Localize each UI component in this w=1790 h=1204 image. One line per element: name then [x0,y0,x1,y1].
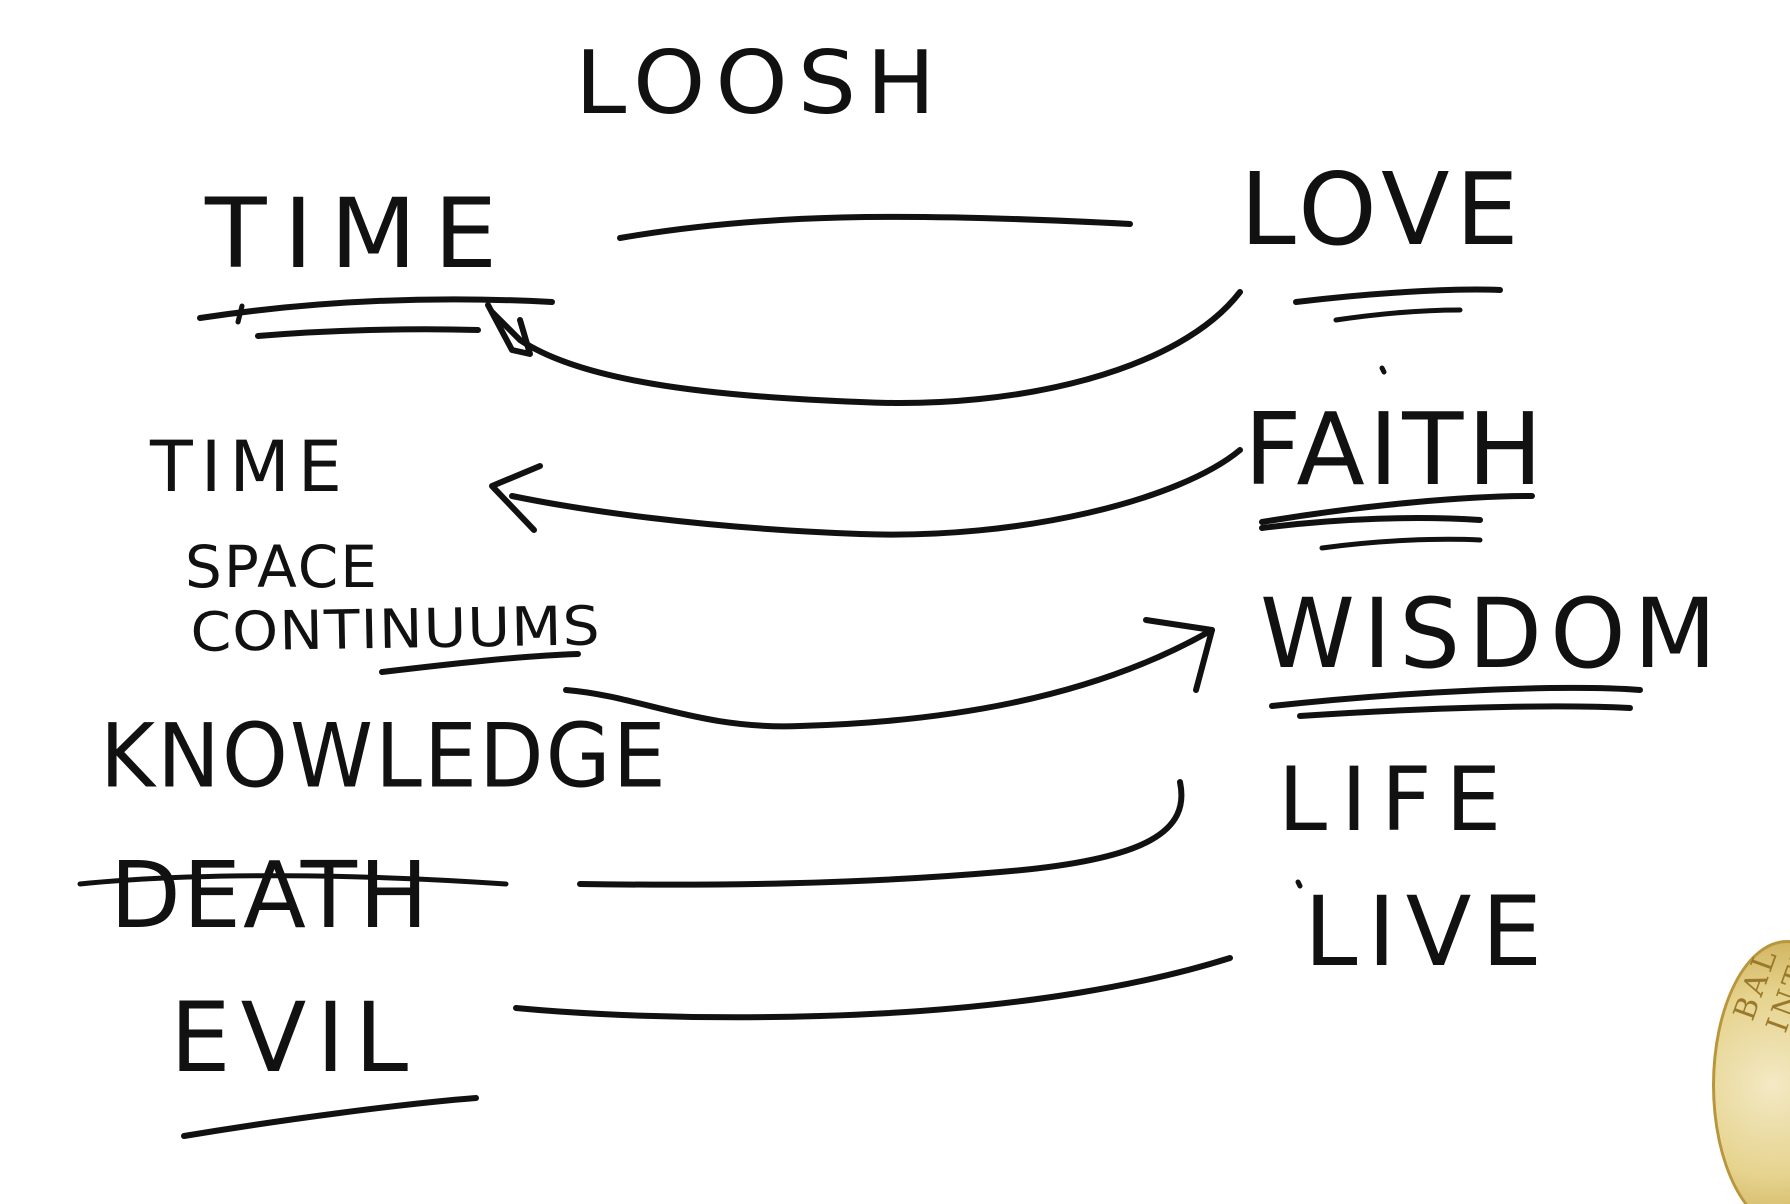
connector-faith-timespace [509,447,1243,538]
seal-text: BAL INTE [1727,934,1790,1037]
faith-underline-2 [1259,515,1483,531]
term-evil: EVIL [170,982,419,1094]
term-knowledge: KNOWLEDGE [100,704,668,808]
term-love: LOVE [1240,151,1525,268]
term-life: LIFE [1278,748,1516,851]
term-live: LIVE [1304,876,1553,988]
time-underline-tick [235,303,245,325]
wisdom-underline-1 [1269,685,1643,709]
title-loosh: LOOSH [575,32,946,135]
term-wisdom: WISDOM [1260,578,1725,690]
love-dot [1379,365,1387,375]
evil-underline [181,1095,479,1139]
connector-live-evil [513,955,1233,1021]
connector-life-death [577,779,1185,888]
term-time: TIME [205,178,515,290]
seal-emblem: BAL INTE [1712,935,1790,1204]
love-underline-2 [1333,307,1463,323]
wisdom-underline-2 [1297,703,1633,719]
term-death: DEATH [110,842,431,949]
term-time-space-line3: CONTINUUMS [189,594,602,664]
connector-knowledge-wisdom-arrowhead [1143,617,1215,693]
term-faith: FAITH [1244,391,1547,508]
love-underline-1 [1293,286,1503,305]
faith-underline-3 [1319,536,1483,551]
term-time-space-line1: TIME [150,426,351,508]
time-underline-2 [255,326,481,339]
connector-faith-arrowhead [489,463,543,533]
connector-love-time-arrowhead [485,302,533,357]
death-dot [1295,879,1303,889]
connector-love-time-curve [489,289,1243,406]
time-underline-1 [197,296,555,321]
term-time-space-line2: SPACE [185,533,379,601]
connector-time-love-top [617,213,1133,241]
